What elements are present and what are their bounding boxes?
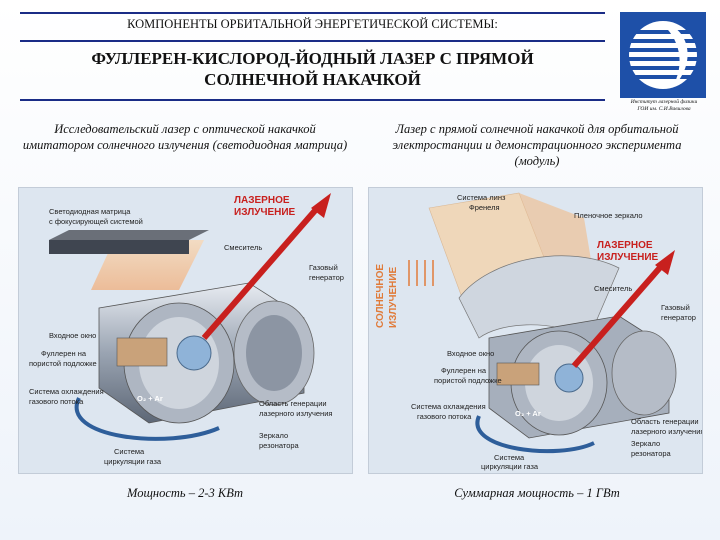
led-matrix [49, 240, 189, 254]
logo-caption-line1: Институт лазерной физики [630, 99, 698, 105]
label-gas-generator-1: Газовый [309, 263, 338, 272]
label-cooling-1: Система охлаждения [411, 402, 486, 411]
label-input-window: Входное окно [447, 349, 494, 358]
laser-label-2: ИЗЛУЧЕНИЕ [597, 252, 659, 263]
header-rule-bottom [20, 99, 605, 101]
label-generation-2: лазерного излучения [259, 409, 332, 418]
label-circulation-1: Система [494, 453, 525, 462]
label-generation-2: лазерного излучения [631, 427, 702, 436]
institute-logo-icon [620, 12, 706, 98]
solar-label-2: ИЗЛУЧЕНИЕ [388, 266, 399, 328]
label-gas-generator-2: генератор [661, 313, 696, 322]
label-led-matrix-1: Светодиодная матрица [49, 207, 131, 216]
header-rule-top [20, 12, 605, 14]
label-circulation-2: циркуляции газа [104, 457, 162, 466]
fullerene-substrate [116, 337, 168, 367]
label-mirror-1: Зеркало [259, 431, 288, 440]
label-fullerene-2: пористой подложке [29, 359, 97, 368]
fullerene-substrate [496, 362, 540, 386]
label-fullerene-1: Фуллерен на [441, 366, 487, 375]
label-generation-1: Область генерации [259, 399, 327, 408]
label-cooling-2: газового потока [417, 412, 472, 421]
label-mirror-2: резонатора [631, 449, 672, 458]
page-title-line2: СОЛНЕЧНОЙ НАКАЧКОЙ [204, 70, 421, 89]
label-cooling-2: газового потока [29, 397, 84, 406]
label-circulation-1: Система [114, 447, 145, 456]
left-diagram: ЛАЗЕРНОЕ ИЗЛУЧЕНИЕ Светодиодная матрица … [18, 187, 353, 474]
label-fullerene-1: Фуллерен на [41, 349, 87, 358]
label-fresnel-2: Френеля [469, 203, 500, 212]
label-gas-generator-1: Газовый [661, 303, 690, 312]
logo-caption-line2: ГОИ им. С.И.Вавилова [637, 106, 691, 112]
laser-arrow-head [311, 193, 331, 218]
laser-label-1: ЛАЗЕРНОЕ [597, 240, 653, 251]
laser-beam-arrow [571, 261, 667, 368]
label-fullerene-2: пористой подложке [434, 376, 502, 385]
logo-caption: Институт лазерной физики ГОИ им. С.И.Вав… [612, 99, 716, 113]
label-mirror-2: резонатора [259, 441, 300, 450]
left-heading: Исследовательский лазер с оптической нак… [22, 122, 348, 152]
solar-label-1: СОЛНЕЧНОЕ [375, 264, 386, 328]
gas-circulation-loop [74, 397, 220, 441]
right-heading: Лазер с прямой солнечной накачкой для ор… [392, 122, 682, 168]
institute-logo [620, 12, 706, 98]
label-fresnel-1: Система линз [457, 193, 506, 202]
solar-radiation-arrows [408, 260, 434, 286]
right-power: Суммарная мощность – 1 ГВт [454, 486, 620, 500]
header-rule-middle [20, 40, 605, 42]
led-matrix-top [49, 230, 209, 240]
resonator-mirror [554, 363, 584, 393]
page-title-line1: ФУЛЛЕРЕН-КИСЛОРОД-ЙОДНЫЙ ЛАЗЕР С ПРЯМОЙ [91, 49, 534, 68]
label-generation-1: Область генерации [631, 417, 699, 426]
laser-label-2: ИЗЛУЧЕНИЕ [234, 207, 296, 218]
laser-arrow-head [655, 250, 675, 275]
label-gas-generator-2: генератор [309, 273, 344, 282]
laser-label-1: ЛАЗЕРНОЕ [234, 195, 290, 206]
label-gas-formula: O₂ + Ar [515, 409, 541, 418]
label-led-matrix-2: с фокусирующей системой [49, 217, 143, 226]
label-gas-formula: O₂ + Ar [137, 394, 163, 403]
label-cooling-1: Система охлаждения [29, 387, 104, 396]
label-mixer: Смеситель [224, 243, 262, 252]
left-power: Мощность – 2-3 КВт [126, 486, 244, 500]
film-mirror [458, 255, 620, 339]
gas-circulation-loop [475, 415, 595, 454]
label-circulation-2: циркуляции газа [481, 462, 539, 471]
resonator-mirror [176, 335, 212, 371]
label-film-mirror: Пленочное зеркало [574, 211, 643, 220]
header-subtitle: КОМПОНЕНТЫ ОРБИТАЛЬНОЙ ЭНЕРГЕТИЧЕСКОЙ СИ… [127, 17, 498, 31]
laser-beam-arrow [201, 204, 322, 340]
label-mixer: Смеситель [594, 284, 632, 293]
label-input-window: Входное окно [49, 331, 96, 340]
right-diagram: СОЛНЕЧНОЕ ИЗЛУЧЕНИЕ ЛАЗЕРНОЕ ИЗЛУЧЕНИЕ С… [368, 187, 703, 474]
page-title: ФУЛЛЕРЕН-КИСЛОРОД-ЙОДНЫЙ ЛАЗЕР С ПРЯМОЙ … [20, 48, 605, 90]
label-mirror-1: Зеркало [631, 439, 660, 448]
